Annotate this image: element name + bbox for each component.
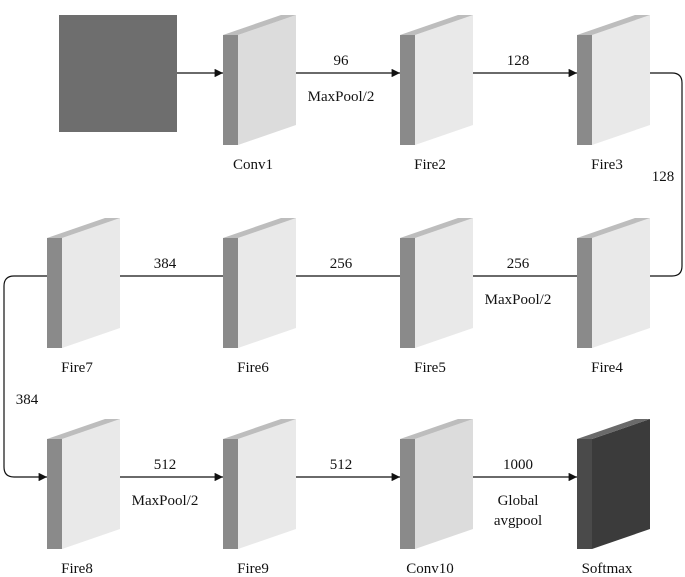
layer-side-face bbox=[238, 419, 296, 549]
layer-fire3 bbox=[577, 15, 650, 145]
layer-front-face bbox=[577, 238, 592, 348]
layer-fire7 bbox=[47, 218, 120, 348]
layer-side-face bbox=[592, 15, 650, 145]
layer-fire9 bbox=[223, 419, 296, 549]
layer-side-face bbox=[592, 419, 650, 549]
layer-front-face bbox=[400, 439, 415, 549]
layer-label: Conv10 bbox=[406, 561, 454, 577]
layer-side-face bbox=[415, 419, 473, 549]
layer-front-face bbox=[47, 238, 62, 348]
layer-side-face bbox=[415, 15, 473, 145]
layer-top-face bbox=[400, 218, 473, 238]
operation-label: MaxPool/2 bbox=[485, 292, 552, 308]
layer-label: Fire6 bbox=[237, 360, 269, 376]
channel-count-label: 256 bbox=[330, 256, 353, 272]
layer-top-face bbox=[47, 419, 120, 439]
layer-fire2 bbox=[400, 15, 473, 145]
layer-label: Fire2 bbox=[414, 157, 446, 173]
layer-conv10 bbox=[400, 419, 473, 549]
layer-side-face bbox=[592, 218, 650, 348]
layer-top-face bbox=[223, 218, 296, 238]
operation-label: avgpool bbox=[494, 513, 542, 529]
layer-front-face bbox=[223, 35, 238, 145]
layer-front-face bbox=[47, 439, 62, 549]
operation-label: MaxPool/2 bbox=[132, 493, 199, 509]
channel-count-label: 96 bbox=[334, 53, 350, 69]
layer-fire5 bbox=[400, 218, 473, 348]
arrow-fire7-fire8 bbox=[3, 275, 47, 482]
channel-count-label: 256 bbox=[507, 256, 530, 272]
layer-front-face bbox=[577, 439, 592, 549]
arrow-fire3-fire4 bbox=[636, 72, 683, 281]
input-image-block bbox=[59, 15, 177, 132]
layer-top-face bbox=[223, 419, 296, 439]
operation-label: Global bbox=[498, 493, 539, 509]
layer-front-face bbox=[400, 238, 415, 348]
layer-top-face bbox=[400, 15, 473, 35]
layer-softmax bbox=[577, 419, 650, 549]
channel-count-label: 1000 bbox=[503, 457, 533, 473]
layer-label: Softmax bbox=[582, 561, 633, 577]
channel-count-label: 128 bbox=[507, 53, 530, 69]
layer-fire6 bbox=[223, 218, 296, 348]
layer-fire4 bbox=[577, 218, 650, 348]
layer-label: Fire8 bbox=[61, 561, 93, 577]
layer-side-face bbox=[415, 218, 473, 348]
layer-label: Fire4 bbox=[591, 360, 623, 376]
channel-count-label: 384 bbox=[154, 256, 177, 272]
layer-label: Fire5 bbox=[414, 360, 446, 376]
channel-count-label: 128 bbox=[652, 169, 675, 185]
layer-front-face bbox=[223, 439, 238, 549]
layer-top-face bbox=[577, 218, 650, 238]
layer-top-face bbox=[47, 218, 120, 238]
layer-label: Fire9 bbox=[237, 561, 269, 577]
layer-label: Fire7 bbox=[61, 360, 93, 376]
layer-side-face bbox=[62, 419, 120, 549]
layer-front-face bbox=[400, 35, 415, 145]
layer-top-face bbox=[577, 15, 650, 35]
layer-top-face bbox=[577, 419, 650, 439]
layer-label: Fire3 bbox=[591, 157, 623, 173]
layer-top-face bbox=[223, 15, 296, 35]
operation-label: MaxPool/2 bbox=[308, 89, 375, 105]
layer-front-face bbox=[577, 35, 592, 145]
channel-count-label: 512 bbox=[154, 457, 177, 473]
layer-fire8 bbox=[47, 419, 120, 549]
channel-count-label: 512 bbox=[330, 457, 353, 473]
layer-side-face bbox=[62, 218, 120, 348]
layer-label: Conv1 bbox=[233, 157, 273, 173]
layer-front-face bbox=[223, 238, 238, 348]
layer-side-face bbox=[238, 15, 296, 145]
layer-top-face bbox=[400, 419, 473, 439]
layer-conv1 bbox=[223, 15, 296, 145]
channel-count-label: 384 bbox=[16, 392, 39, 408]
layer-side-face bbox=[238, 218, 296, 348]
